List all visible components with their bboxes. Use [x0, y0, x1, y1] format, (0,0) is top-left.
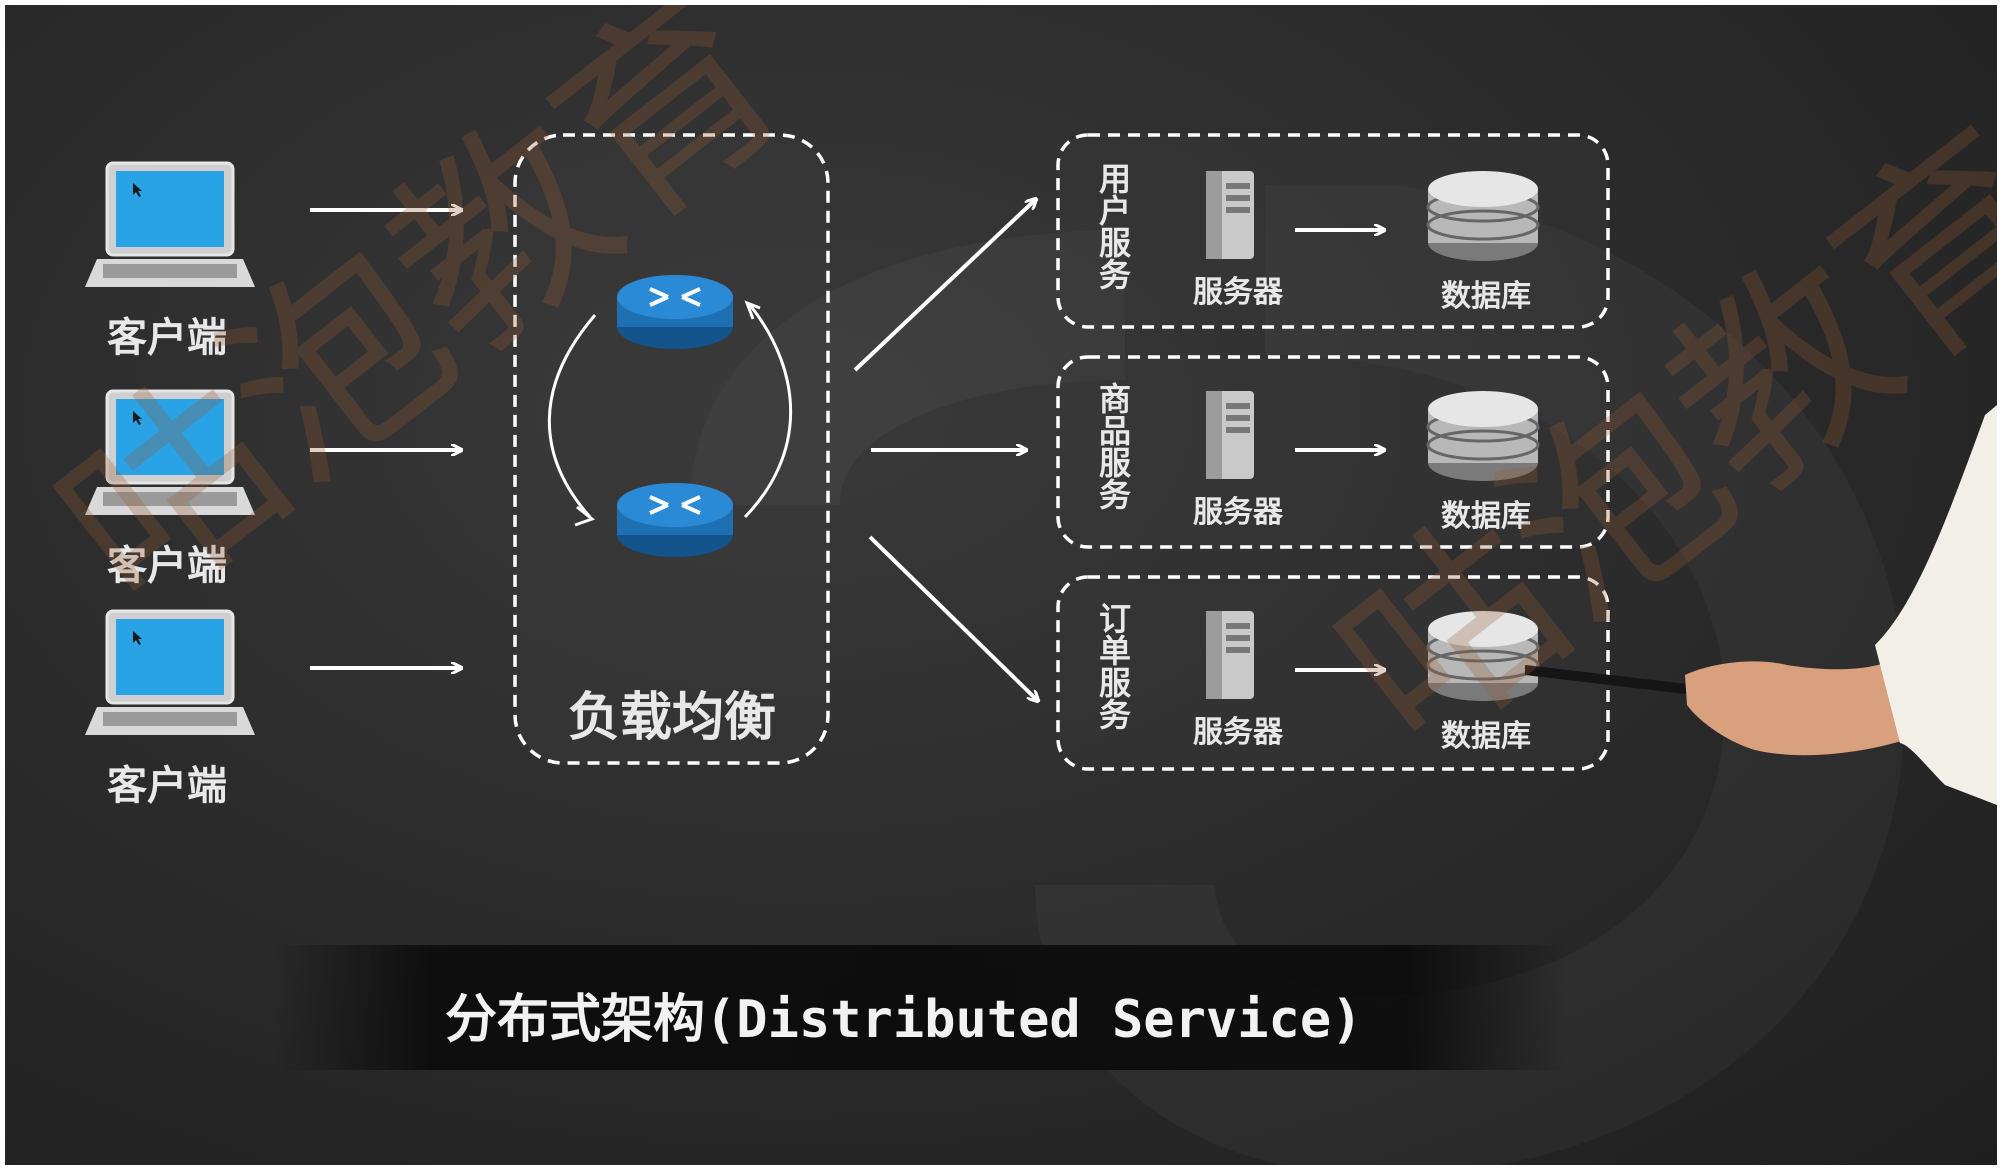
service-name-order: 订单服务	[1094, 602, 1132, 730]
client-label-3: 客户端	[107, 763, 227, 809]
server-icon	[1206, 171, 1254, 259]
client-laptop-1	[85, 155, 255, 305]
service-name-product: 商品服务	[1094, 382, 1132, 510]
client-laptop-2	[85, 383, 255, 533]
arrow-icon	[868, 535, 1037, 700]
client-label-2: 客户端	[107, 543, 227, 589]
arrow-icon	[853, 200, 1035, 372]
database-label-product: 数据库	[1441, 499, 1531, 534]
server-icon	[1206, 611, 1254, 699]
router-icon	[617, 275, 733, 349]
client-label-1: 客户端	[107, 315, 227, 361]
server-icon	[1206, 391, 1254, 479]
client-laptop-3	[85, 603, 255, 753]
router-icon	[617, 483, 733, 557]
database-icon	[1426, 391, 1540, 481]
load-balancer-box	[513, 133, 830, 765]
caption-title: 分布式架构(Distributed Service)	[445, 990, 1363, 1050]
service-name-user: 用户服务	[1094, 162, 1132, 290]
database-label-user: 数据库	[1441, 279, 1531, 314]
server-label-product: 服务器	[1193, 495, 1283, 530]
presenter-hand	[1525, 405, 1997, 805]
server-label-order: 服务器	[1193, 715, 1283, 750]
database-label-order: 数据库	[1441, 719, 1531, 754]
laptop-icon	[85, 389, 255, 515]
caption-band	[275, 945, 1565, 1070]
load-balancer-label: 负载均衡	[568, 688, 777, 748]
slide: 客户端 客户端 客户端	[5, 5, 1997, 1165]
database-icon	[1426, 171, 1540, 261]
server-label-user: 服务器	[1193, 275, 1283, 310]
laptop-icon	[85, 609, 255, 735]
database-icon	[1426, 611, 1540, 701]
laptop-icon	[85, 161, 255, 287]
